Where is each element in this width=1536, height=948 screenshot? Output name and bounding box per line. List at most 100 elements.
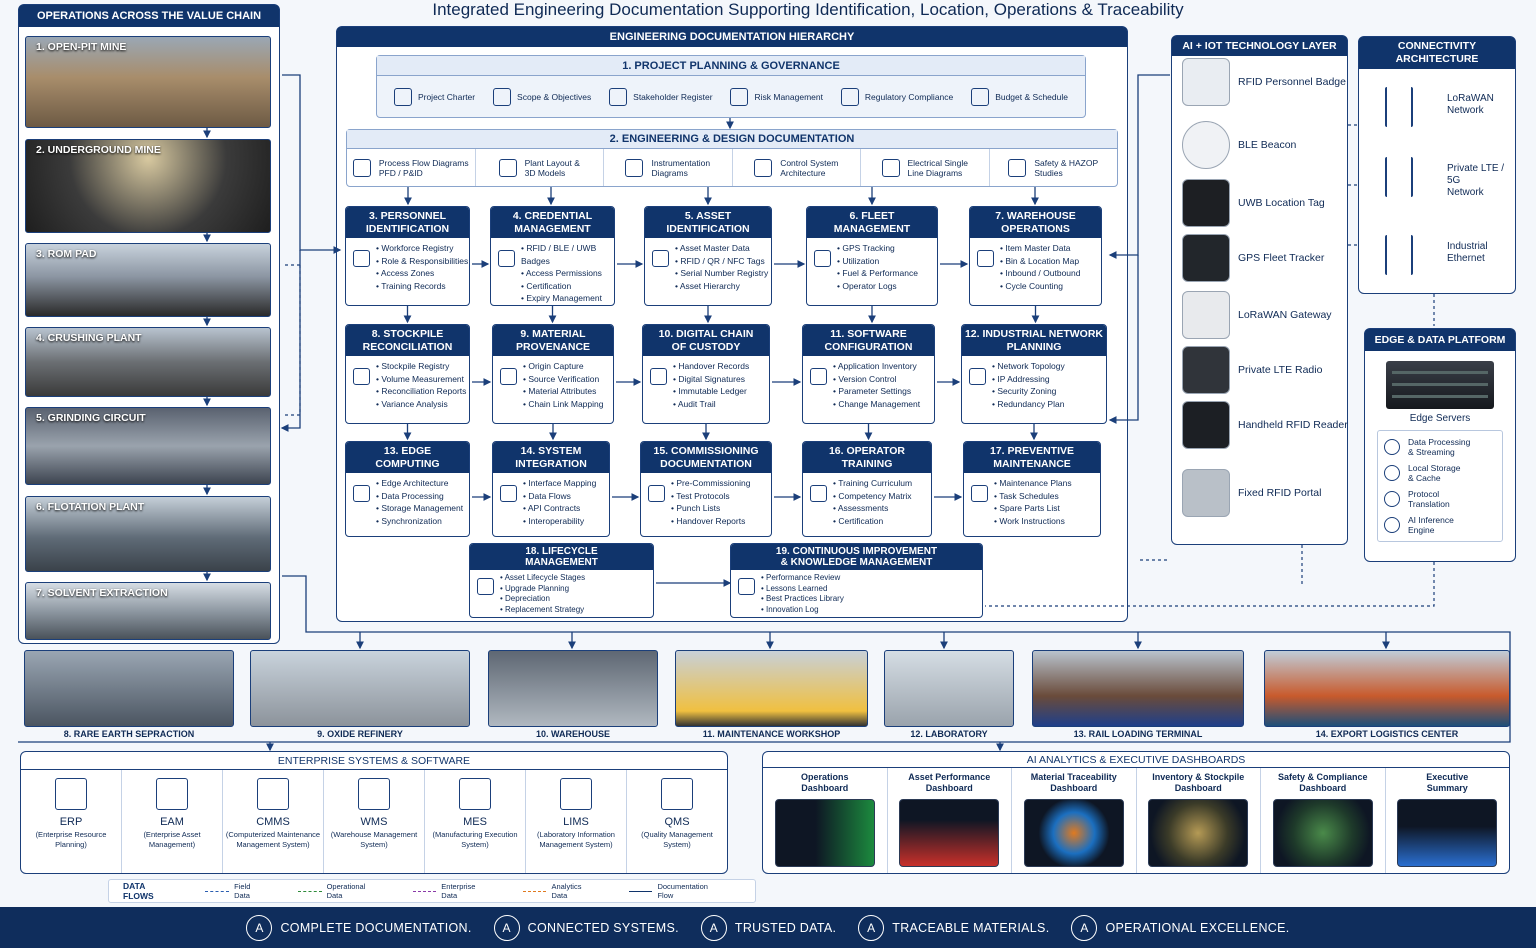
- box-icon: [500, 485, 517, 502]
- dashboard-title-line2: Dashboard: [1050, 783, 1098, 793]
- documentation-box-item: Test Protocols: [671, 490, 771, 503]
- design-item-line2: 3D Models: [524, 167, 566, 178]
- downstream-stage-image: [1032, 650, 1244, 727]
- enterprise-system-desc2: System): [663, 840, 691, 849]
- box-title-line2: CONFIGURATION: [824, 340, 913, 353]
- documentation-box-items: Handover RecordsDigital SignaturesImmuta…: [643, 356, 769, 410]
- documentation-box-item: Material Attributes: [523, 385, 613, 398]
- downstream-stage-label: 8. RARE EARTH SEPRACTION: [63, 729, 195, 739]
- dashboard-preview: [899, 799, 1000, 867]
- dashboard-title-line1: Inventory & Stockpile: [1152, 772, 1245, 782]
- gear-icon: [1384, 491, 1400, 507]
- dashboard-title-line2: Dashboard: [1174, 783, 1222, 793]
- value-chain-stage-label: 2. UNDERGROUND MINE: [36, 144, 161, 156]
- box-title-line1: 9. MATERIAL: [520, 328, 586, 340]
- box-title-line1: 15. COMMISSIONING: [653, 445, 759, 457]
- planning-item-label: Scope & Objectives: [517, 92, 592, 102]
- box-title-line2: INTEGRATION: [515, 457, 587, 470]
- legend-item: Documentation Flow: [628, 882, 725, 900]
- documentation-box: 14. SYSTEMINTEGRATIONInterface MappingDa…: [492, 441, 610, 537]
- badge-icon: A: [246, 914, 273, 941]
- documentation-box: 18. LIFECYCLEMANAGEMENTAsset Lifecycle S…: [469, 543, 654, 618]
- downstream-stage-image: [884, 650, 1014, 727]
- enterprise-system-desc1: (Quality Management: [641, 830, 713, 839]
- box-title-line1: 17. PREVENTIVE: [989, 445, 1075, 457]
- box-title-line1: 8. STOCKPILE: [371, 328, 444, 340]
- documentation-box-item: Certification: [833, 515, 931, 528]
- documentation-box-item: Origin Capture: [523, 360, 613, 373]
- documentation-box: 16. OPERATORTRAININGTraining CurriculumC…: [802, 441, 932, 537]
- connectivity-item-line1: LoRaWAN: [1447, 93, 1494, 104]
- planning-item: Risk Management: [730, 88, 823, 106]
- box-title-line1: 4. CREDENTIAL: [512, 210, 593, 222]
- legend-line-swatch: [412, 890, 437, 892]
- diagram-icon: [754, 158, 773, 177]
- enterprise-system-icon: [156, 778, 188, 810]
- enterprise-system-desc1: (Enterprise Resource: [35, 830, 107, 839]
- documentation-box-item: IP Addressing: [992, 373, 1106, 386]
- document-icon: [840, 88, 859, 106]
- documentation-box: 17. PREVENTIVEMAINTENANCEMaintenance Pla…: [963, 441, 1101, 537]
- documentation-box-item: Pre-Commissioning: [671, 477, 771, 490]
- iot-device-icon: [1182, 346, 1230, 394]
- connectivity-item-line2: Ethernet: [1447, 253, 1485, 264]
- documentation-box-item: Stockpile Registry: [376, 360, 469, 373]
- box-icon: [814, 250, 831, 267]
- documentation-box-items: Training CurriculumCompetency MatrixAsse…: [803, 473, 931, 527]
- downstream-stage-label: 14. EXPORT LOGISTICS CENTER: [1315, 729, 1459, 739]
- box-title-line1: 16. OPERATOR: [828, 445, 906, 457]
- documentation-box: 3. PERSONNELIDENTIFICATIONWorkforce Regi…: [345, 206, 470, 306]
- enterprise-system-icon: [55, 778, 87, 810]
- value-chain-stage: 6. FLOTATION PLANT: [25, 496, 271, 572]
- iot-device-icon: [1182, 401, 1230, 449]
- documentation-box-item: Upgrade Planning: [500, 584, 653, 595]
- box-title-line2: DOCUMENTATION: [660, 457, 752, 470]
- documentation-box-items: Performance ReviewLessons LearnedBest Pr…: [731, 570, 982, 615]
- edge-item-line1: Protocol: [1408, 489, 1440, 499]
- documentation-box-items: Network TopologyIP AddressingSecurity Zo…: [962, 356, 1106, 410]
- documentation-box-item: Audit Trail: [673, 398, 769, 411]
- edge-header: EDGE & DATA PLATFORM: [1365, 329, 1515, 351]
- box-icon: [652, 250, 669, 267]
- enterprise-system-name: ERP: [59, 816, 83, 828]
- box-icon: [969, 368, 986, 385]
- legend-line-swatch: [297, 890, 322, 892]
- design-item-line1: Safety & HAZOP: [1034, 157, 1099, 168]
- documentation-box-item: Synchronization: [376, 515, 469, 528]
- documentation-box-item: Change Management: [833, 398, 934, 411]
- connectivity-header-line2: ARCHITECTURE: [1395, 53, 1479, 65]
- downstream-stage-label: 10. WAREHOUSE: [535, 729, 611, 739]
- documentation-box-item: Data Processing: [376, 490, 469, 503]
- box-title-line2: MANAGEMENT: [525, 557, 598, 568]
- gear-icon: [1384, 465, 1400, 481]
- box-icon: [353, 368, 370, 385]
- enterprise-system-desc2: Management System): [236, 840, 310, 849]
- enterprise-system-desc2: Management): [148, 840, 196, 849]
- box-icon: [498, 250, 515, 267]
- documentation-box-item: Fuel & Performance: [837, 267, 937, 280]
- box-icon: [971, 485, 988, 502]
